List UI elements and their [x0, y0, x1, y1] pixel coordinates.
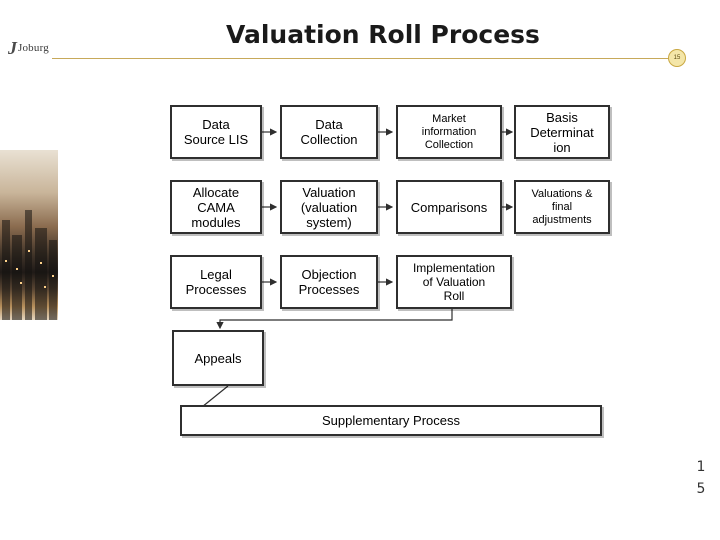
- box-legal-processes: Legal Processes: [170, 255, 262, 309]
- box-valuation-system: Valuation (valuation system): [280, 180, 378, 234]
- box-appeals: Appeals: [172, 330, 264, 386]
- title-divider: [52, 58, 672, 59]
- joburg-logo: J Joburg: [6, 34, 50, 62]
- connector-to-appeals: [216, 306, 453, 330]
- box-supplementary-process: Supplementary Process: [180, 405, 602, 436]
- page-number-badge: 15: [668, 49, 686, 67]
- box-data-source-lis: Data Source LIS: [170, 105, 262, 159]
- box-market-information-collection: Market information Collection: [396, 105, 502, 159]
- page-title: Valuation Roll Process: [226, 20, 540, 49]
- box-allocate-cama-modules: Allocate CAMA modules: [170, 180, 262, 234]
- logo-text: Joburg: [18, 42, 49, 54]
- box-comparisons: Comparisons: [396, 180, 502, 234]
- slide-number-line-1: 1: [696, 459, 706, 475]
- box-implementation-valuation-roll: Implementation of Valuation Roll: [396, 255, 512, 309]
- box-valuations-final-adjustments: Valuations & final adjustments: [514, 180, 610, 234]
- slide-number: 1 5: [691, 456, 711, 500]
- logo-mark: J: [8, 38, 17, 58]
- box-data-collection: Data Collection: [280, 105, 378, 159]
- box-objection-processes: Objection Processes: [280, 255, 378, 309]
- connector-appeals-supplementary: [201, 385, 229, 408]
- box-basis-determination: Basis Determinat ion: [514, 105, 610, 159]
- city-skyline-image: [0, 150, 58, 320]
- slide-number-line-2: 5: [696, 481, 706, 497]
